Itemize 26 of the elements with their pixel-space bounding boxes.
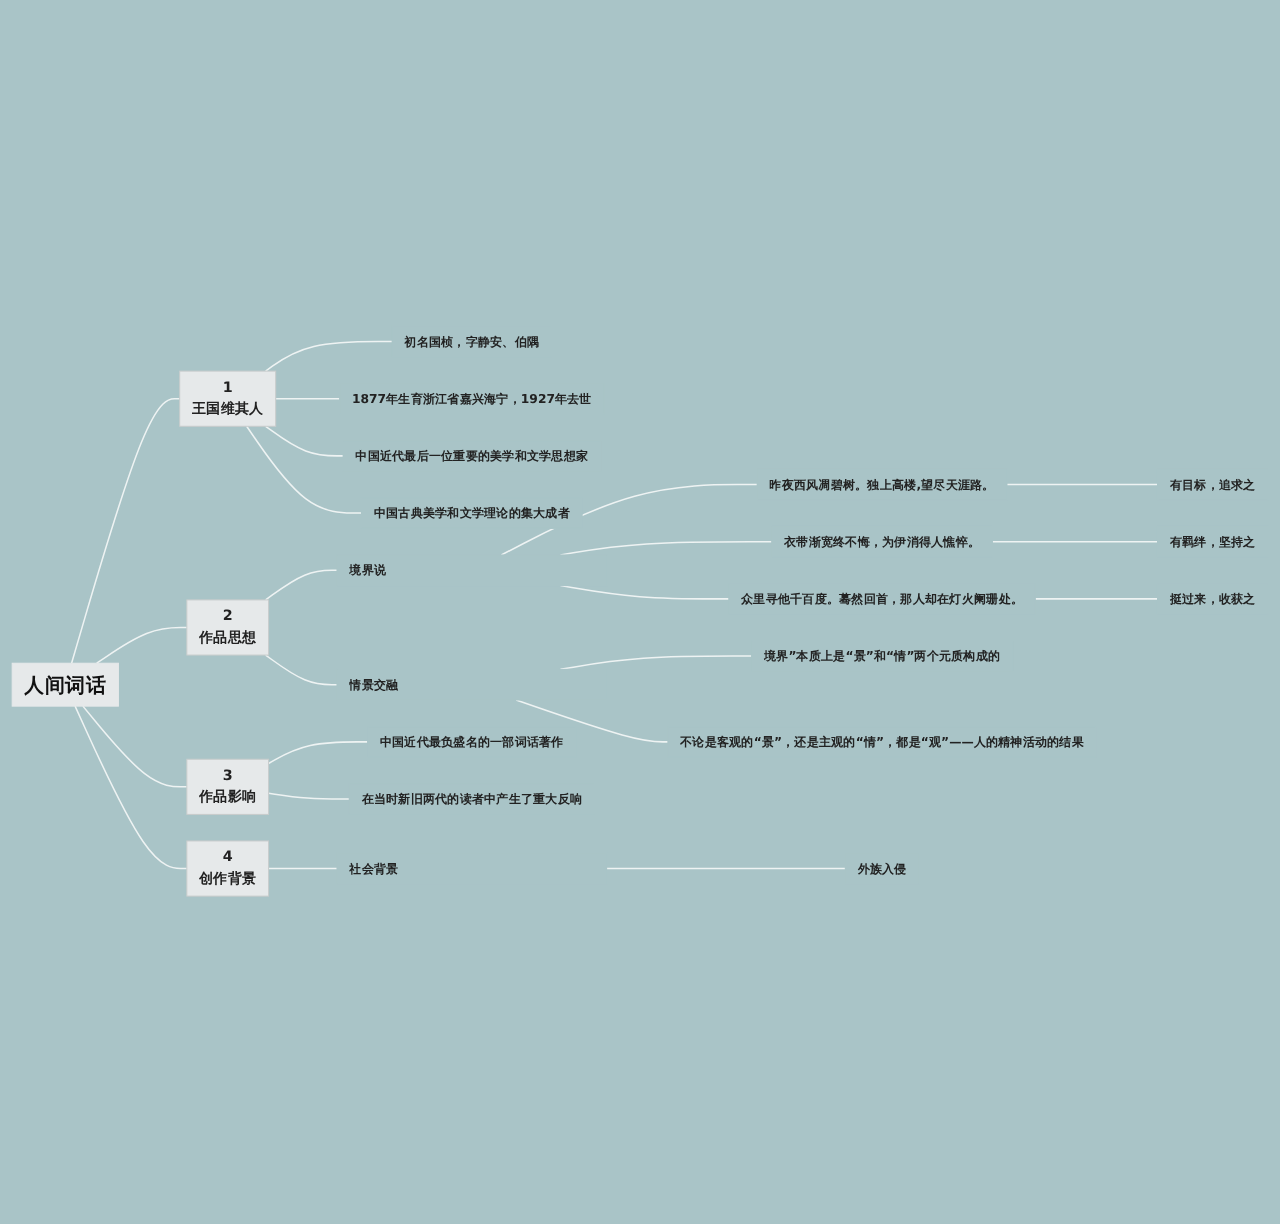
connector	[264, 655, 338, 687]
node-box	[186, 841, 270, 898]
connector	[274, 398, 341, 401]
connector	[95, 627, 188, 665]
connector	[74, 706, 188, 871]
connector	[559, 541, 773, 557]
connector	[1034, 598, 1159, 601]
connector	[500, 484, 758, 557]
connector	[264, 341, 393, 373]
node-box	[186, 600, 270, 657]
connector	[515, 700, 669, 744]
node-box	[11, 663, 119, 708]
node-box	[179, 371, 277, 428]
connector	[559, 656, 753, 671]
connector	[267, 741, 369, 766]
connector	[82, 706, 188, 789]
connector	[70, 398, 181, 665]
connector	[991, 541, 1159, 544]
connector	[264, 426, 344, 458]
connector	[1006, 484, 1159, 487]
connector	[605, 868, 847, 871]
connector	[267, 793, 350, 801]
node-box	[186, 759, 270, 816]
connector	[264, 570, 338, 602]
connector	[245, 426, 363, 515]
connector	[267, 868, 338, 871]
